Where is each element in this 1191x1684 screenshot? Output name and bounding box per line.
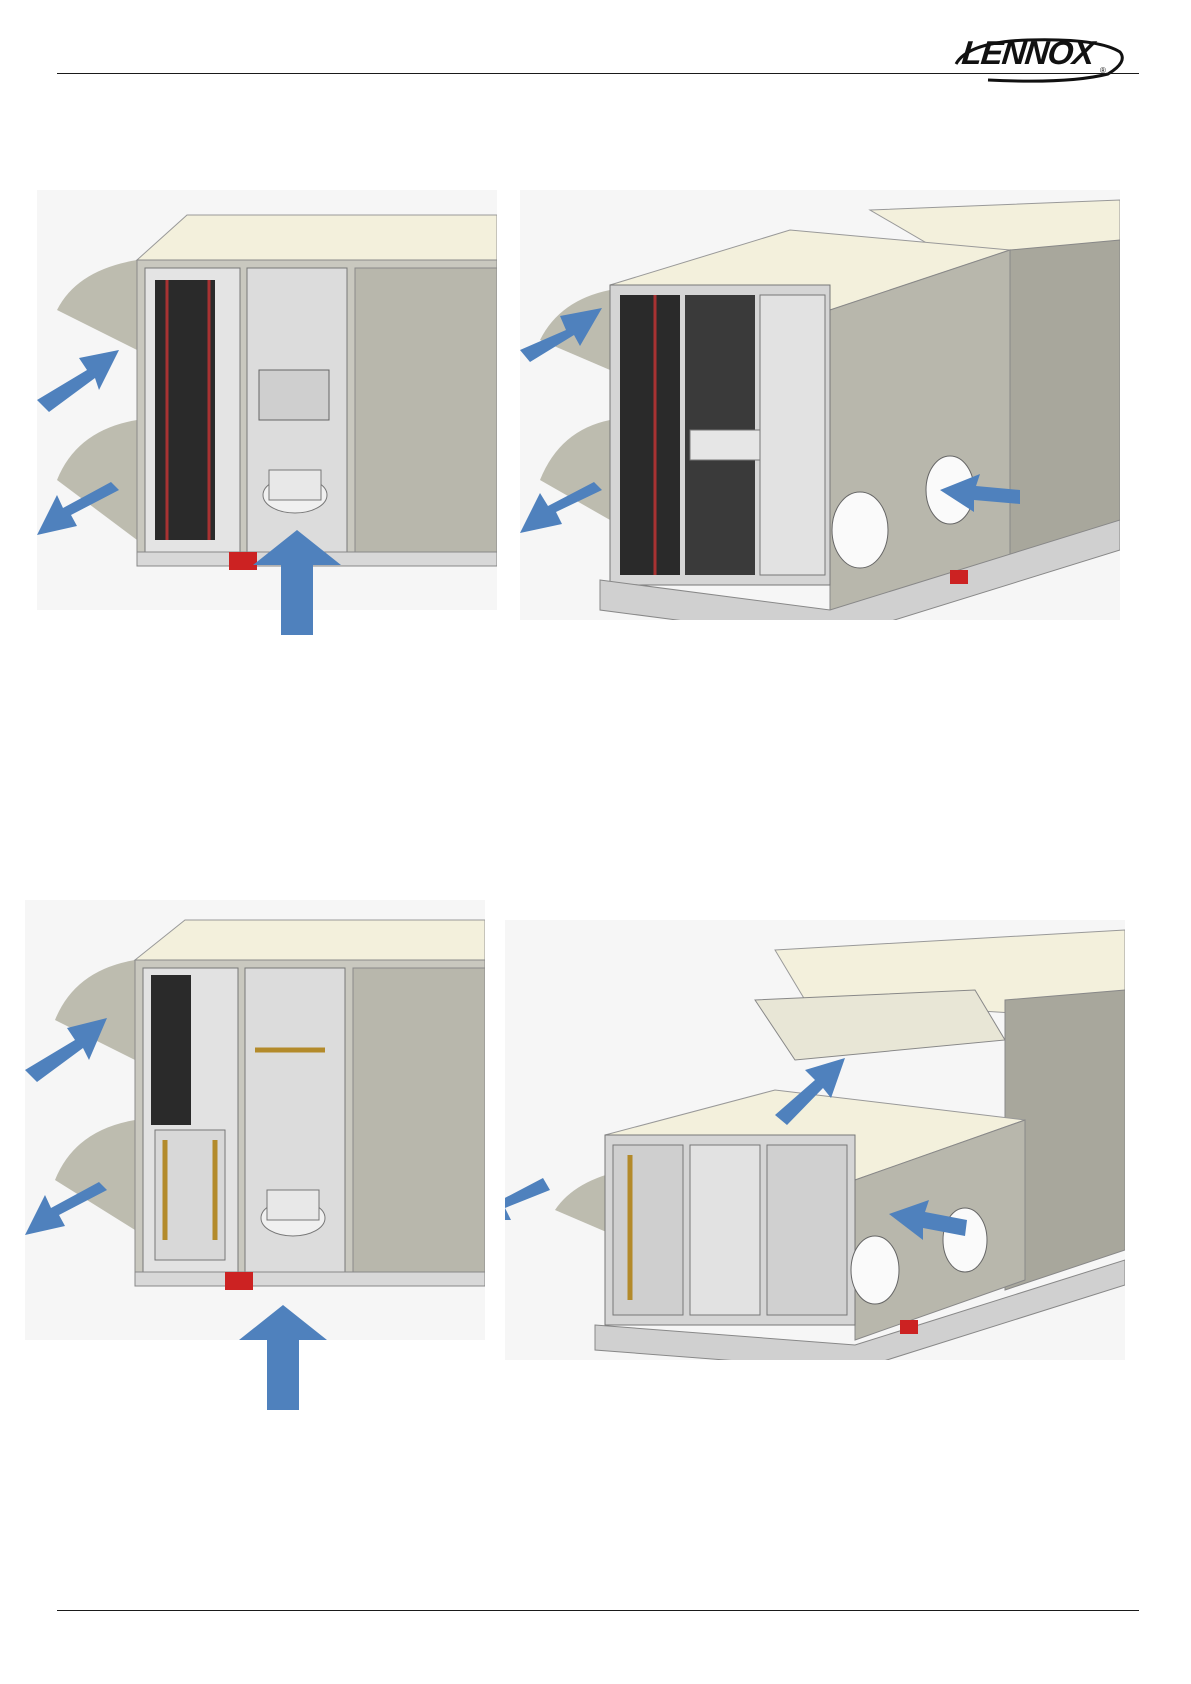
figure-unit-iso-top	[520, 190, 1120, 620]
rooftop-unit-illustration	[25, 900, 485, 1420]
badge-icon	[229, 552, 257, 570]
figure-unit-front-bottom	[25, 900, 485, 1420]
rooftop-unit-illustration	[505, 920, 1125, 1360]
lennox-logo: LENNOX ®	[948, 22, 1148, 92]
footer-rule	[57, 1610, 1139, 1611]
badge-icon	[225, 1272, 253, 1290]
rooftop-unit-illustration	[520, 190, 1120, 620]
logo-wordmark: LENNOX	[960, 34, 1096, 72]
badge-icon	[950, 570, 968, 584]
rooftop-unit-illustration	[37, 190, 497, 680]
badge-icon	[900, 1320, 918, 1334]
header-rule	[57, 73, 1139, 74]
figure-unit-front-top	[37, 190, 497, 680]
figure-unit-iso-bottom	[505, 920, 1125, 1360]
